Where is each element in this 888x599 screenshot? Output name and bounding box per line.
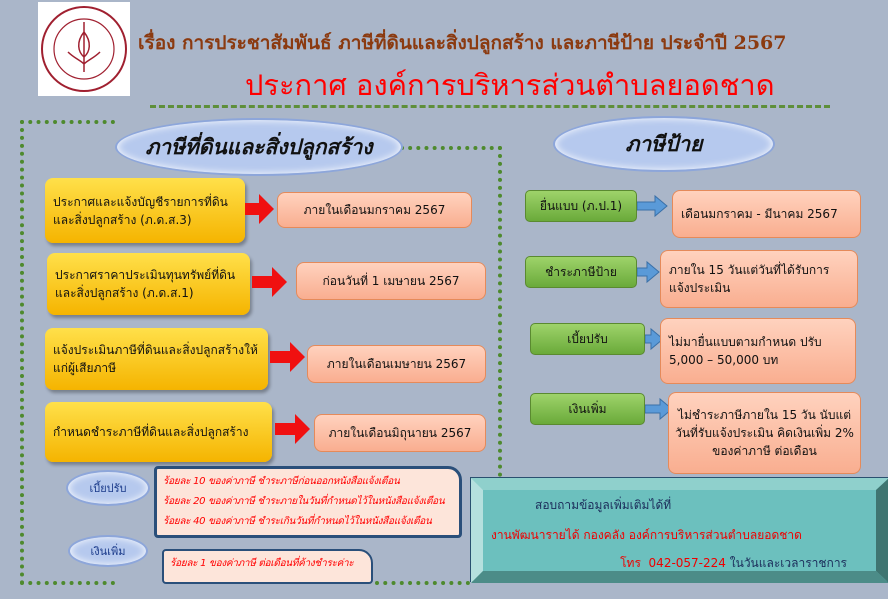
sign-step: เบี้ยปรับ xyxy=(530,323,645,355)
penalty-cloud: เบี้ยปรับ xyxy=(66,470,150,506)
logo-seal xyxy=(38,2,130,96)
surcharge-box: ร้อยละ 1 ของค่าภาษี ต่อเดือนที่ค้างชำระค… xyxy=(162,549,373,584)
sign-detail: ไม่มายื่นแบบตามกำหนด ปรับ 5,000 – 50,000… xyxy=(660,318,856,384)
land-deadline: ภายในเดือนเมษายน 2567 xyxy=(307,345,486,383)
red-arrow-icon xyxy=(245,194,310,444)
contact-phone: โทร 042-057-224 ในวันและเวลาราชการ xyxy=(620,556,847,570)
dotted-frame xyxy=(20,120,115,585)
page-subtitle: ประกาศ องค์การบริหารส่วนตำบลยอดชาด xyxy=(245,68,775,102)
sign-detail: ไม่ชำระภาษีภายใน 15 วัน นับแต่วันที่รับแ… xyxy=(668,392,861,474)
dotted-frame xyxy=(375,581,470,585)
land-deadline: ภายในเดือนมิถุนายน 2567 xyxy=(314,414,486,452)
land-tax-heading: ภาษีที่ดินและสิ่งปลูกสร้าง xyxy=(115,118,403,176)
land-step: กำหนดชำระภาษีที่ดินและสิ่งปลูกสร้าง xyxy=(45,402,272,462)
sign-step: ชำระภาษีป้าย xyxy=(525,256,637,288)
sign-detail: เดือนมกราคม - มีนาคม 2567 xyxy=(672,190,861,238)
dotted-frame xyxy=(400,146,502,477)
land-deadline: ก่อนวันที่ 1 เมษายน 2567 xyxy=(296,262,486,300)
land-deadline: ภายในเดือนมกราคม 2567 xyxy=(277,192,472,228)
sign-step: เงินเพิ่ม xyxy=(530,393,645,425)
contact-line2: งานพัฒนารายได้ กองคลัง องค์การบริหารส่วน… xyxy=(491,528,802,542)
title-divider xyxy=(150,105,830,108)
sign-detail: ภายใน 15 วันแต่วันที่ได้รับการแจ้งประเมิ… xyxy=(660,250,858,308)
page-title: เรื่อง การประชาสัมพันธ์ ภาษีที่ดินและสิ่… xyxy=(138,32,787,54)
land-step: แจ้งประเมินภาษีที่ดินและสิ่งปลูกสร้างให้… xyxy=(45,328,268,390)
contact-box: สอบถามข้อมูลเพิ่มเติมได้ที่ งานพัฒนารายไ… xyxy=(470,477,888,583)
sign-tax-heading: ภาษีป้าย xyxy=(553,116,775,172)
sign-step: ยื่นแบบ (ภ.ป.1) xyxy=(525,190,637,222)
penalty-box: ร้อยละ 10 ของค่าภาษี ชำระภาษีก่อนออกหนัง… xyxy=(154,466,462,538)
contact-line1: สอบถามข้อมูลเพิ่มเติมได้ที่ xyxy=(535,498,672,512)
surcharge-cloud: เงินเพิ่ม xyxy=(68,535,148,567)
land-step: ประกาศและแจ้งบัญชีรายการที่ดินและสิ่งปลู… xyxy=(45,178,245,243)
land-step: ประกาศราคาประเมินทุนทรัพย์ที่ดินและสิ่งป… xyxy=(47,253,250,315)
blue-arrow-icon xyxy=(636,194,673,421)
